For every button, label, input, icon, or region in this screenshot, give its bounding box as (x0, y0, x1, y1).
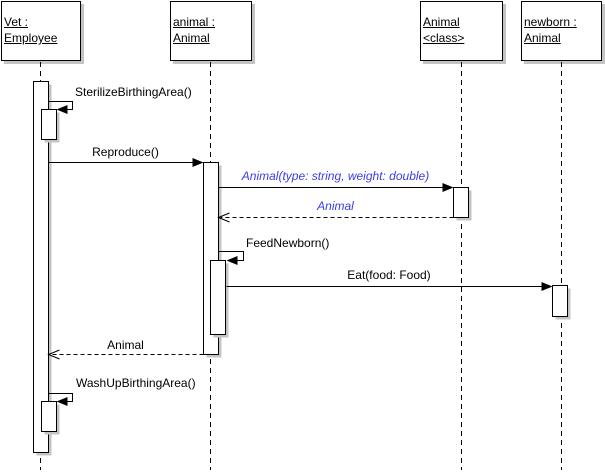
lifeline-box-vet[interactable]: Vet : Employee (1, 1, 81, 61)
message-label-eat[interactable]: Eat(food: Food) (347, 268, 431, 282)
activation-bar-vet-washup[interactable] (41, 401, 60, 435)
message-line-animal-constructor-return[interactable] (217, 212, 454, 223)
activation-bar-vet-sterilize[interactable] (41, 109, 60, 143)
message-label-animal-return[interactable]: Animal (107, 338, 144, 352)
message-label-animal-constructor-return[interactable]: Animal (317, 199, 354, 213)
lifeline-box-animal-title-line1: animal : (173, 15, 216, 29)
message-line-animal-return[interactable] (47, 349, 204, 360)
activation-bar-animal-class[interactable] (453, 187, 472, 221)
message-label-feed-newborn[interactable]: FeedNewborn() (246, 236, 330, 250)
message-label-sterilize-birthing-area[interactable]: SterilizeBirthingArea() (75, 85, 192, 99)
message-label-reproduce[interactable]: Reproduce() (92, 145, 159, 159)
activation-bar-animal-feednewborn[interactable] (210, 260, 229, 338)
message-line-animal-constructor[interactable] (218, 183, 454, 192)
lifeline-box-animal-title-line2: Animal (173, 31, 210, 45)
lifeline-box-vet-title-line2: Employee (4, 31, 58, 45)
lifeline-box-animal-class-title-line2: <class> (423, 31, 465, 45)
lifeline-box-newborn-title-line1: newborn : (524, 15, 577, 29)
message-line-reproduce[interactable] (48, 158, 204, 167)
message-line-eat[interactable] (226, 282, 553, 291)
lifeline-box-animal-class-title-line1: Animal (423, 15, 460, 29)
lifeline-box-animal[interactable]: animal : Animal (170, 1, 252, 61)
message-label-wash-up-birthing-area[interactable]: WashUpBirthingArea() (76, 376, 196, 390)
lifeline-box-newborn-title-line2: Animal (524, 31, 561, 45)
activation-bar-newborn[interactable] (552, 285, 571, 320)
activation-bar-vet-main[interactable] (33, 81, 52, 456)
message-label-animal-constructor[interactable]: Animal(type: string, weight: double) (241, 169, 430, 183)
lifeline-box-vet-title-line1: Vet : (4, 15, 29, 29)
lifeline-box-newborn[interactable]: newborn : Animal (521, 1, 602, 61)
lifeline-box-animal-class[interactable]: Animal <class> (420, 1, 503, 61)
message-line-feed-newborn[interactable] (218, 251, 244, 266)
message-line-sterilize-birthing-area[interactable] (48, 101, 73, 115)
message-line-wash-up-birthing-area[interactable] (48, 393, 73, 407)
